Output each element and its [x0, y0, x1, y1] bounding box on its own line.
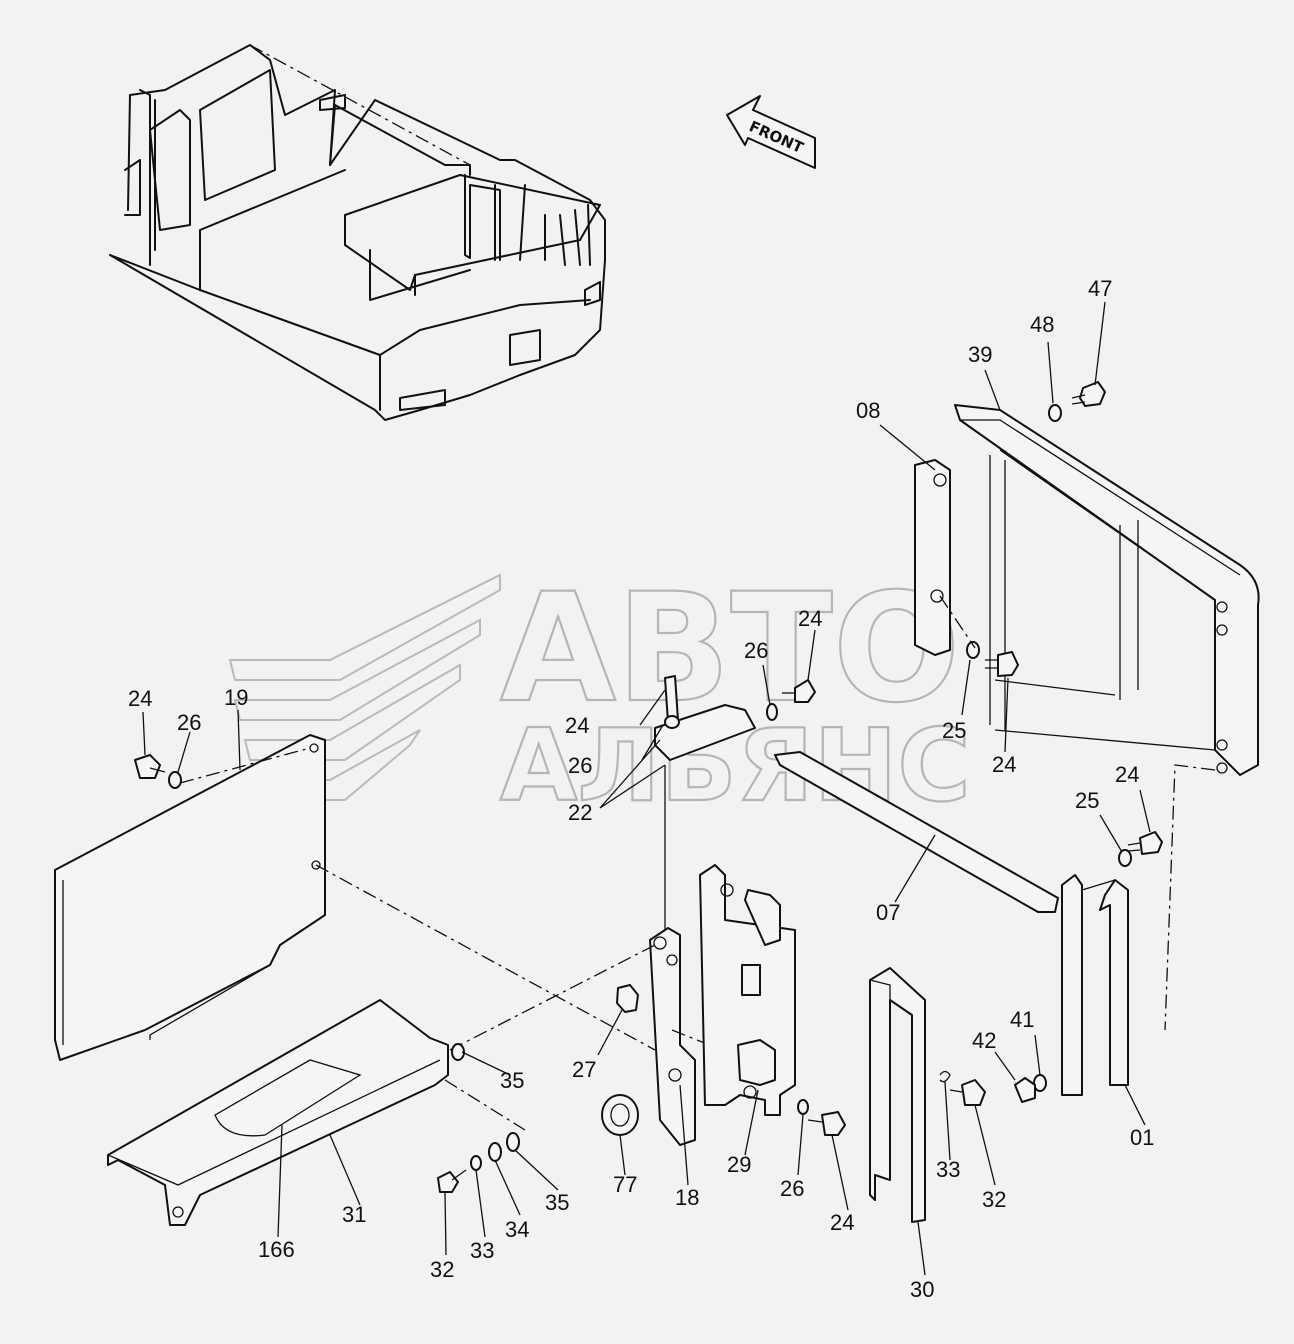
- part-label: 25: [1075, 788, 1099, 813]
- bracket-22: [654, 675, 816, 935]
- upper-frame-assembly: [914, 381, 1260, 1031]
- part-label: 07: [876, 900, 900, 925]
- front-direction-arrow: FRONT: [726, 95, 816, 169]
- part-label: 35: [545, 1190, 569, 1215]
- part-label: 35: [500, 1068, 524, 1093]
- part-label: 25: [942, 718, 966, 743]
- part-label: 77: [613, 1172, 637, 1197]
- part-label: 31: [342, 1202, 366, 1227]
- part-label: 24: [798, 606, 822, 631]
- part-label: 19: [224, 685, 248, 710]
- part-label: 32: [430, 1257, 454, 1282]
- part-label: 26: [568, 753, 592, 778]
- part-label: 39: [968, 342, 992, 367]
- part-label: 24: [830, 1210, 854, 1235]
- part-label: 01: [1130, 1125, 1154, 1150]
- leader-lines: [142, 301, 1151, 1276]
- part-label: 18: [675, 1185, 699, 1210]
- part-label: 26: [780, 1176, 804, 1201]
- part-label: 24: [128, 686, 152, 711]
- part-label: 30: [910, 1277, 934, 1302]
- side-panel-19: [54, 734, 656, 1061]
- part-label: 24: [1115, 762, 1139, 787]
- part-label: 41: [1010, 1007, 1034, 1032]
- part-label: 24: [992, 752, 1016, 777]
- part-label: 166: [258, 1237, 295, 1262]
- rod-07: [774, 751, 1059, 913]
- part-label: 26: [177, 710, 201, 735]
- part-label: 47: [1088, 276, 1112, 301]
- part-label: 42: [972, 1028, 996, 1053]
- part-label: 48: [1030, 312, 1054, 337]
- channel-01: [1014, 831, 1163, 1103]
- part-label: 33: [936, 1157, 960, 1182]
- part-label: 34: [505, 1217, 529, 1242]
- part-labels: 47 48 39 08 24 26 19 24 26 24 26 22 25 2…: [128, 276, 1154, 1302]
- channel-30: [869, 967, 986, 1223]
- part-label: 27: [572, 1057, 596, 1082]
- part-label: 32: [982, 1187, 1006, 1212]
- part-label: 08: [856, 398, 880, 423]
- part-label: 24: [565, 713, 589, 738]
- bracket-29: [699, 864, 846, 1136]
- cover-31: [107, 999, 526, 1226]
- part-label: 29: [727, 1152, 751, 1177]
- part-label: 22: [568, 800, 592, 825]
- part-label: 26: [744, 638, 768, 663]
- machine-overview: [109, 44, 606, 421]
- part-label: 33: [470, 1238, 494, 1263]
